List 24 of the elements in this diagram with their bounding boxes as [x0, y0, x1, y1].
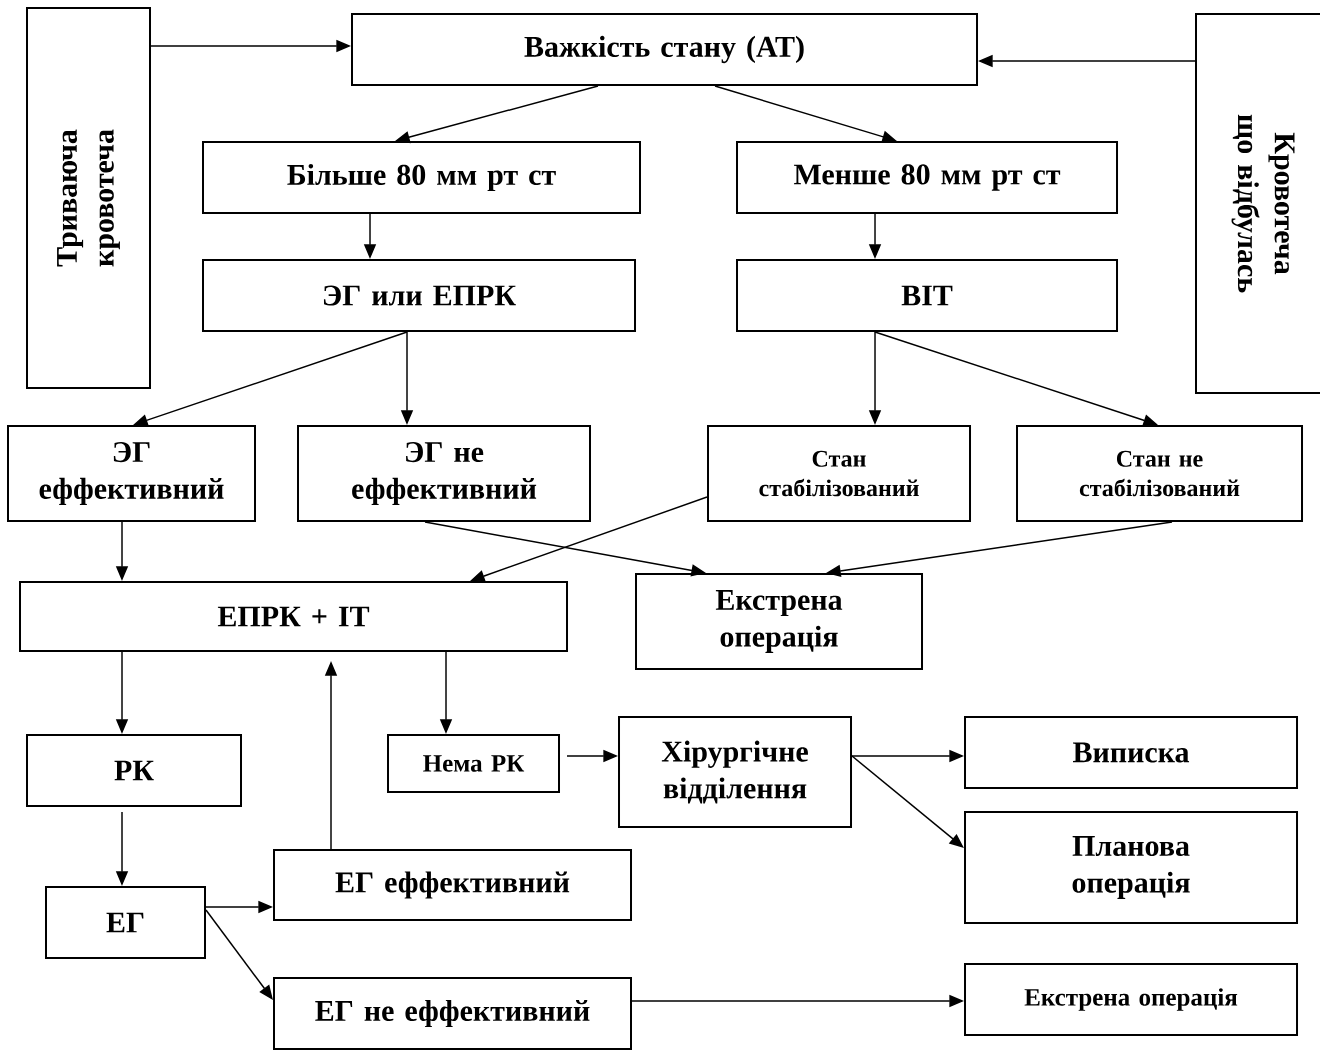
process-box: РК [26, 734, 242, 807]
process-box: Стан не стабілізований [1016, 425, 1303, 522]
process-box: ЕПРК + ІТ [19, 581, 568, 652]
process-box: ЕГ [45, 886, 206, 959]
process-box: Хірургічне відділення [618, 716, 852, 828]
process-box: Виписка [964, 716, 1298, 789]
arrow [205, 909, 273, 1000]
process-box: ЭГ не еффективний [297, 425, 591, 522]
process-box: Більше 80 мм рт ст [202, 141, 641, 214]
process-box: Стан стабілізований [707, 425, 971, 522]
process-box: ЕГ не еффективний [273, 977, 632, 1050]
process-box: Кровотеча що відбулась [1195, 13, 1320, 394]
process-box: ЭГ еффективний [7, 425, 256, 522]
process-box: Важкість стану (АТ) [351, 13, 978, 86]
process-box: ВІТ [736, 259, 1118, 332]
process-box: Менше 80 мм рт ст [736, 141, 1118, 214]
process-box: Екстрена операція [964, 963, 1298, 1036]
process-box: Планова операція [964, 811, 1298, 924]
process-box: Екстрена операція [635, 573, 923, 670]
process-box: ЭГ или ЕПРК [202, 259, 636, 332]
process-box: ЕГ еффективний [273, 849, 632, 921]
process-box: Нема РК [387, 734, 560, 793]
process-box: Триваюча кровотеча [26, 7, 151, 389]
arrow [851, 755, 964, 848]
